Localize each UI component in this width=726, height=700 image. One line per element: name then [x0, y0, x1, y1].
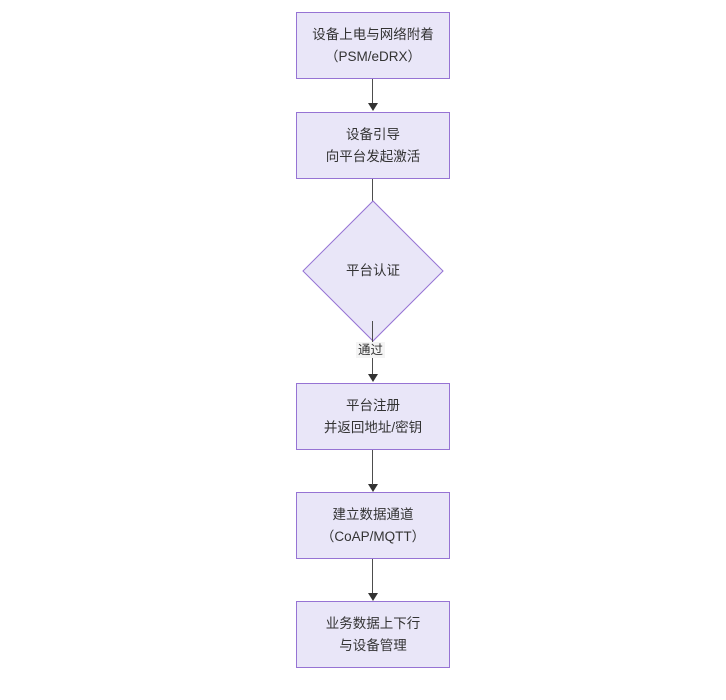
flow-node-power-on-line2: （PSM/eDRX） [324, 48, 422, 64]
flow-node-device-bootstrap[interactable]: 设备引导 向平台发起激活 [296, 112, 450, 179]
connector-n1-n2 [372, 79, 373, 104]
flow-node-platform-register[interactable]: 平台注册 并返回地址/密钥 [296, 383, 450, 450]
connector-n4-n5 [372, 450, 373, 476]
flow-node-platform-register-line2: 并返回地址/密钥 [323, 419, 423, 435]
flow-node-platform-register-line1: 平台注册 [346, 397, 400, 413]
connector-n2-n3 [372, 179, 373, 215]
flow-node-power-on-line1: 设备上电与网络附着 [312, 26, 434, 42]
edge-label-pass: 通过 [356, 342, 386, 358]
decision-diamond-shape [302, 200, 444, 342]
flow-node-business-data-line2: 与设备管理 [339, 637, 407, 653]
arrowhead-n3-n4 [368, 374, 378, 382]
flow-node-device-bootstrap-line1: 设备引导 [346, 126, 400, 142]
arrowhead-n5-n6 [368, 593, 378, 601]
flow-node-data-channel-line1: 建立数据通道 [332, 506, 414, 522]
flow-node-power-on[interactable]: 设备上电与网络附着 （PSM/eDRX） [296, 12, 450, 79]
connector-n5-n6 [372, 559, 373, 594]
connector-n4-n5-lower [372, 476, 373, 485]
flow-node-platform-auth[interactable]: 平台认证 [302, 200, 444, 342]
flow-node-business-data-line1: 业务数据上下行 [325, 615, 421, 631]
flow-node-data-channel-line2: （CoAP/MQTT） [320, 528, 426, 544]
flow-node-device-bootstrap-line2: 向平台发起激活 [325, 148, 421, 164]
arrowhead-n1-n2 [368, 103, 378, 111]
flow-node-business-data[interactable]: 业务数据上下行 与设备管理 [296, 601, 450, 668]
arrowhead-n4-n5 [368, 484, 378, 492]
flow-node-data-channel[interactable]: 建立数据通道 （CoAP/MQTT） [296, 492, 450, 559]
